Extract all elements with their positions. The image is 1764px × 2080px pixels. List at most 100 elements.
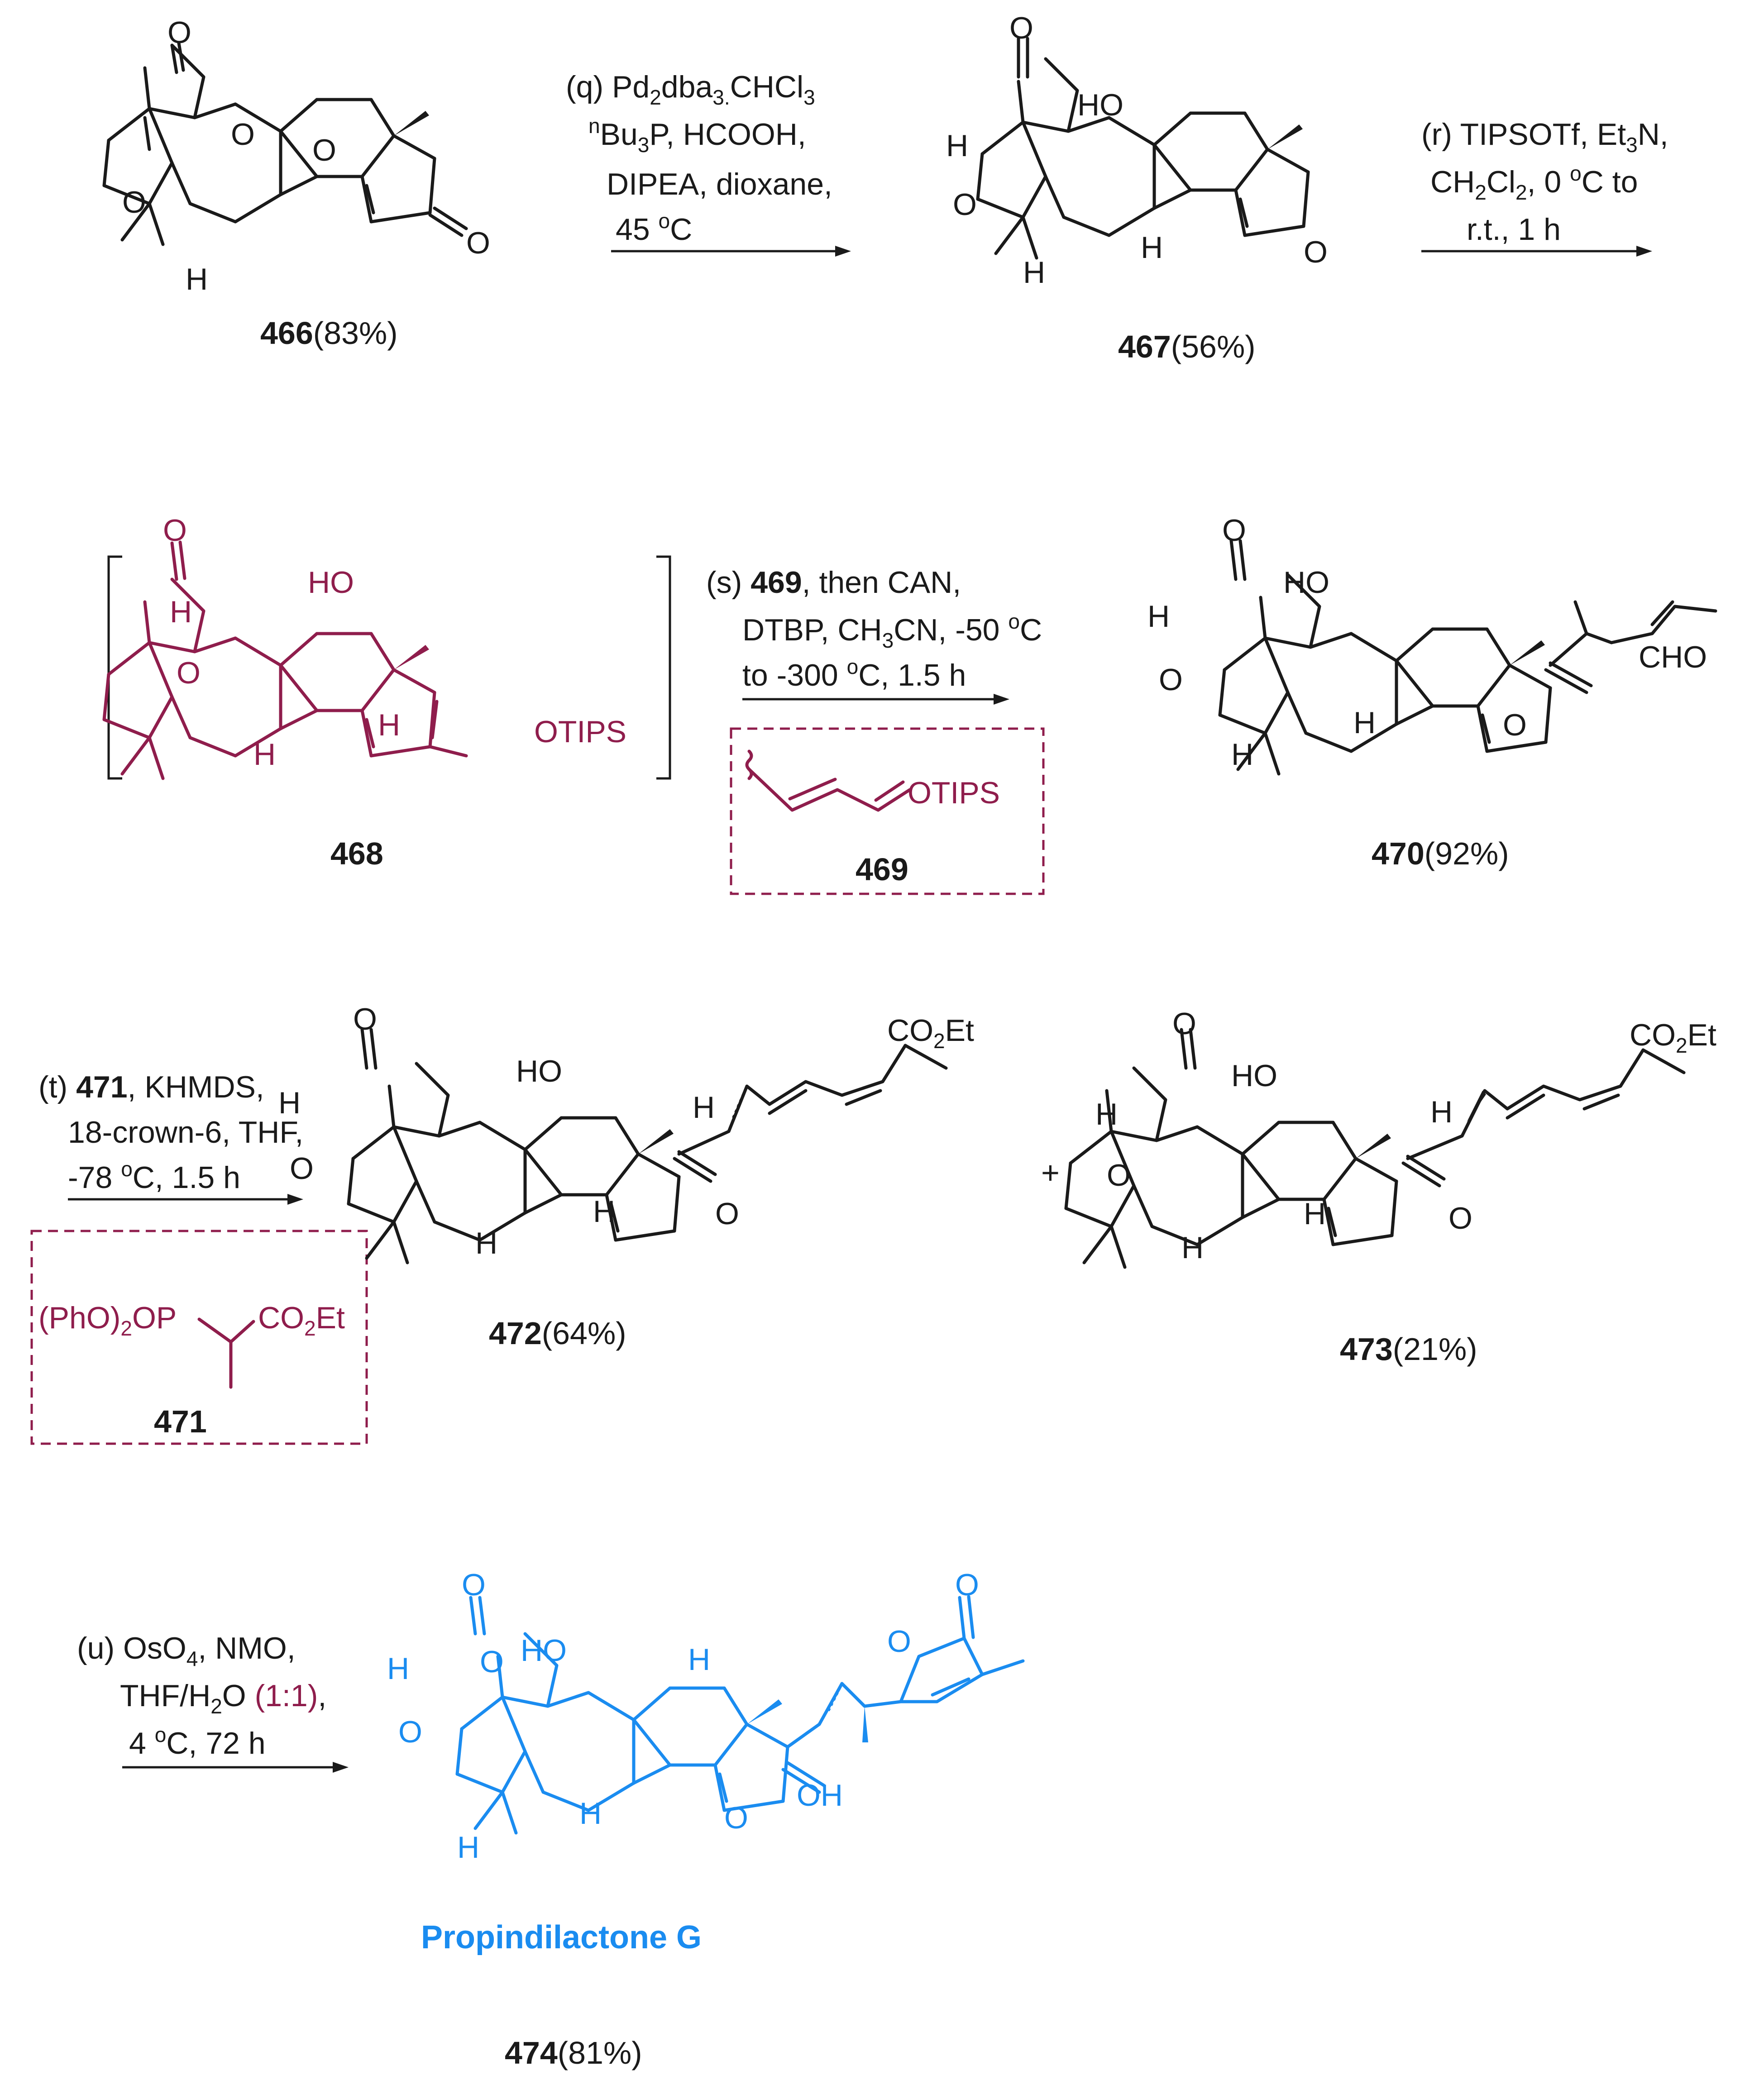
- label-466: 466(83%): [260, 315, 398, 351]
- atom-O: O: [953, 187, 977, 222]
- atom-H: H: [186, 262, 208, 296]
- atom-O: O: [1222, 513, 1246, 548]
- atom-OTIPS: OTIPS: [908, 776, 1000, 810]
- svg-text:CO2Et: CO2Et: [258, 1301, 345, 1340]
- atom-O: O: [466, 226, 490, 260]
- atom-H: H: [1141, 230, 1163, 265]
- atom-H: H: [457, 1830, 479, 1865]
- atom-O: O: [955, 1568, 979, 1602]
- atom-O: O: [312, 133, 336, 167]
- atom-H: H: [387, 1651, 409, 1686]
- svg-text:CO2Et: CO2Et: [887, 1013, 974, 1053]
- atom-H: H: [1430, 1095, 1453, 1129]
- atom-O: O: [167, 15, 191, 50]
- svg-text:(PhO)2OP: (PhO)2OP: [38, 1301, 177, 1340]
- atom-H: H: [1023, 255, 1045, 290]
- atom-H: H: [1353, 706, 1376, 740]
- label-468: 468: [330, 836, 383, 871]
- step-r: (r) TIPSOTf, Et3N, CH2Cl2, 0 oC to r.t.,…: [1421, 117, 1668, 257]
- compound-468-bracket: [107, 555, 671, 780]
- atom-O: O: [177, 656, 201, 690]
- atom-CHO: CHO: [1639, 640, 1707, 674]
- svg-text:THF/H2O (1:1),: THF/H2O (1:1),: [120, 1679, 326, 1718]
- plus-sign: +: [1041, 1155, 1060, 1190]
- atom-H: H: [1181, 1231, 1204, 1265]
- atom-HO: HO: [1231, 1059, 1277, 1093]
- svg-text:(q) Pd2dba3.CHCl3: (q) Pd2dba3.CHCl3: [566, 70, 815, 109]
- atom-H: H: [1231, 737, 1253, 772]
- atom-O: O: [290, 1151, 314, 1186]
- step-t: (t) 471, KHMDS, 18-crown-6, THF, -78 oC,…: [38, 1070, 303, 1205]
- svg-text:18-crown-6, THF,: 18-crown-6, THF,: [68, 1115, 303, 1150]
- label-469: 469: [856, 852, 908, 887]
- svg-text:(s) 469, then CAN,: (s) 469, then CAN,: [706, 565, 961, 600]
- label-471: 471: [154, 1404, 207, 1439]
- atom-H: H: [1147, 599, 1170, 634]
- atom-O: O: [480, 1645, 504, 1679]
- atom-HO: HO: [308, 565, 354, 600]
- compound-467: O H O HO H H O: [946, 11, 1328, 290]
- atom-O: O: [1159, 663, 1183, 697]
- atom-OTIPS: OTIPS: [534, 715, 626, 749]
- atom-H: H: [593, 1194, 615, 1229]
- svg-text:(r) TIPSOTf, Et3N,: (r) TIPSOTf, Et3N,: [1421, 117, 1668, 157]
- atom-O: O: [398, 1715, 422, 1749]
- svg-text:(t) 471, KHMDS,: (t) 471, KHMDS,: [38, 1070, 264, 1104]
- svg-text:CO2Et: CO2Et: [1630, 1018, 1716, 1057]
- atom-O: O: [887, 1624, 911, 1659]
- product-name: Propindilactone G: [421, 1919, 702, 1956]
- svg-text:(u) OsO4, NMO,: (u) OsO4, NMO,: [77, 1631, 296, 1670]
- compound-466: O O O O O H: [104, 15, 490, 296]
- atom-O: O: [353, 1002, 377, 1036]
- atom-H: H: [170, 595, 192, 629]
- reagent-471-box: (PhO)2OP CO2Et 471: [30, 1230, 368, 1445]
- svg-text:to -300 oC, 1.5 h: to -300 oC, 1.5 h: [742, 655, 966, 692]
- compound-472: O H O HO H H H O CO2Et: [278, 1002, 974, 1263]
- atom-H: H: [688, 1642, 710, 1677]
- atom-O: O: [231, 117, 255, 152]
- reagent-469-box: OTIPS 469: [730, 727, 1045, 895]
- atom-O: O: [1009, 11, 1033, 45]
- atom-HO: HO: [1283, 565, 1329, 600]
- atom-O: O: [1172, 1007, 1196, 1041]
- compound-473: O H O HO H H H O CO2Et: [1066, 1007, 1716, 1267]
- atom-O: O: [462, 1568, 486, 1602]
- atom-O: O: [715, 1197, 739, 1231]
- step-u: (u) OsO4, NMO, THF/H2O (1:1), 4 oC, 72 h: [77, 1631, 349, 1773]
- atom-O: O: [724, 1801, 748, 1835]
- atom-H: H: [1304, 1197, 1326, 1231]
- atom-H: H: [1095, 1097, 1118, 1131]
- atom-O: O: [1503, 708, 1527, 742]
- atom-O: O: [1448, 1201, 1472, 1236]
- svg-text:DIPEA, dioxane,: DIPEA, dioxane,: [607, 167, 832, 201]
- atom-O: O: [122, 185, 146, 219]
- svg-text:-78 oC, 1.5 h: -78 oC, 1.5 h: [68, 1157, 240, 1195]
- atom-HO: HO: [1077, 88, 1123, 122]
- atom-H: H: [579, 1796, 602, 1831]
- compound-474: O H O O HO H H H O OH O O: [387, 1568, 1025, 1865]
- label-467: 467(56%): [1118, 329, 1256, 364]
- atom-H: H: [253, 737, 276, 772]
- label-470: 470(92%): [1372, 836, 1509, 871]
- label-472: 472(64%): [489, 1316, 626, 1351]
- svg-text:45 oC: 45 oC: [616, 209, 692, 247]
- svg-text:4 oC, 72 h: 4 oC, 72 h: [129, 1723, 266, 1760]
- atom-O: O: [1304, 235, 1328, 269]
- atom-H: H: [693, 1090, 715, 1125]
- svg-text:r.t., 1 h: r.t., 1 h: [1467, 212, 1561, 247]
- atom-OH: OH: [797, 1778, 843, 1813]
- atom-H: H: [278, 1086, 301, 1120]
- step-q: (q) Pd2dba3.CHCl3 nBu3P, HCOOH, DIPEA, d…: [566, 70, 851, 257]
- svg-text:DTBP, CH3CN, -50 oC: DTBP, CH3CN, -50 oC: [742, 610, 1042, 652]
- atom-O: O: [1107, 1158, 1131, 1193]
- atom-H: H: [475, 1226, 497, 1260]
- compound-470: O H O HO H H O CHO: [1147, 513, 1717, 774]
- atom-H: H: [946, 129, 968, 163]
- label-473: 473(21%): [1340, 1331, 1477, 1367]
- label-474: 474(81%): [505, 2035, 642, 2070]
- atom-HO: HO: [521, 1633, 567, 1668]
- atom-H: H: [378, 708, 400, 742]
- atom-O: O: [163, 513, 187, 548]
- step-s: (s) 469, then CAN, DTBP, CH3CN, -50 oC t…: [706, 565, 1042, 705]
